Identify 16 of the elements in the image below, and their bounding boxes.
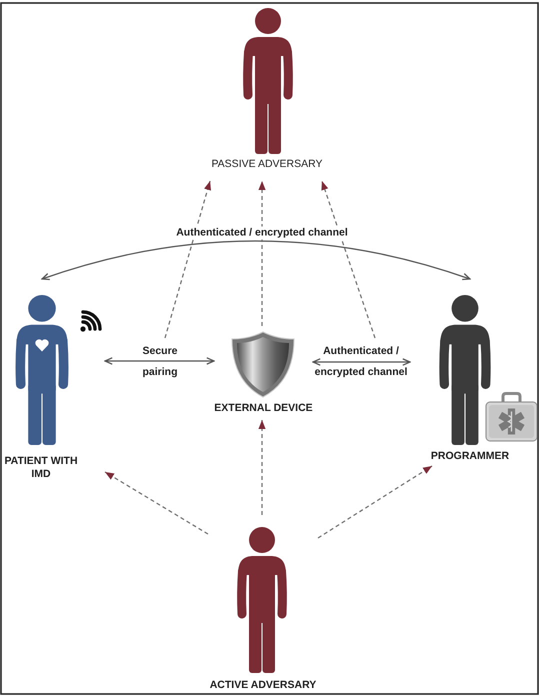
- double-arrow: [104, 357, 215, 365]
- dashed-arrow: [321, 180, 376, 338]
- node-label: EXTERNAL DEVICE: [214, 402, 313, 415]
- dashed-arrow: [164, 180, 212, 338]
- dashed-arrow: [104, 471, 208, 535]
- dashed-arrow: [318, 466, 432, 538]
- double-arrow: [41, 240, 471, 280]
- node-label: ACTIVE ADVERSARY: [208, 679, 318, 692]
- dashed-arrow: [258, 420, 266, 515]
- node-label: PROGRAMMER: [430, 450, 510, 463]
- node-label: PATIENT WITH IMD: [3, 455, 79, 481]
- node-label: PASSIVE ADVERSARY: [210, 158, 324, 171]
- edge-label: Secure pairing: [142, 344, 178, 380]
- dashed-arrow: [258, 181, 266, 326]
- double-arrow: [312, 358, 411, 366]
- edge-label: Authenticated / encrypted channel: [314, 344, 408, 380]
